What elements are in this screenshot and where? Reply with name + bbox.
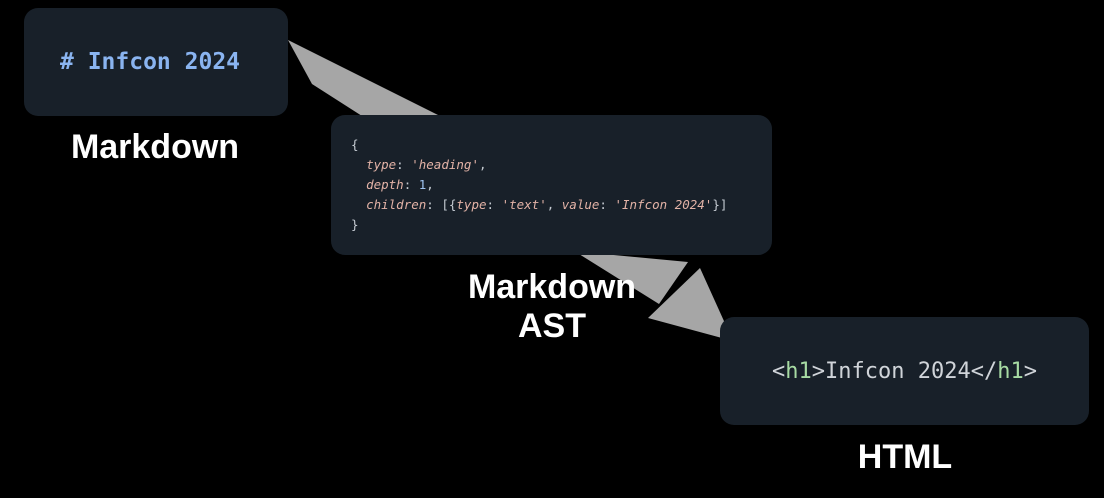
ast-line-depth: depth: 1, (366, 177, 434, 192)
ast-line-close: } (351, 217, 359, 232)
ast-caption-line2: AST (518, 306, 586, 345)
markdown-source: # Infcon 2024 (60, 49, 241, 75)
html-caption: HTML (857, 438, 953, 476)
ast-line-open: { (351, 137, 359, 152)
html-output: <h1>Infcon 2024</h1> (772, 358, 1037, 384)
ast-caption-line1: Markdown (467, 268, 637, 306)
flow-arrow-shaft-lower (579, 254, 688, 304)
ast-line-children: children: [{type: 'text', value: 'Infcon… (366, 197, 728, 212)
markdown-caption: Markdown (70, 128, 240, 166)
html-code-card: <h1>Infcon 2024</h1> (720, 317, 1089, 425)
markdown-code-card: # Infcon 2024 (24, 8, 288, 116)
flow-arrow-head (648, 268, 733, 341)
ast-caption: Markdown AST (440, 268, 664, 346)
ast-code-card: { type: 'heading', depth: 1, children: [… (331, 115, 772, 255)
ast-line-type: type: 'heading', (366, 157, 487, 172)
